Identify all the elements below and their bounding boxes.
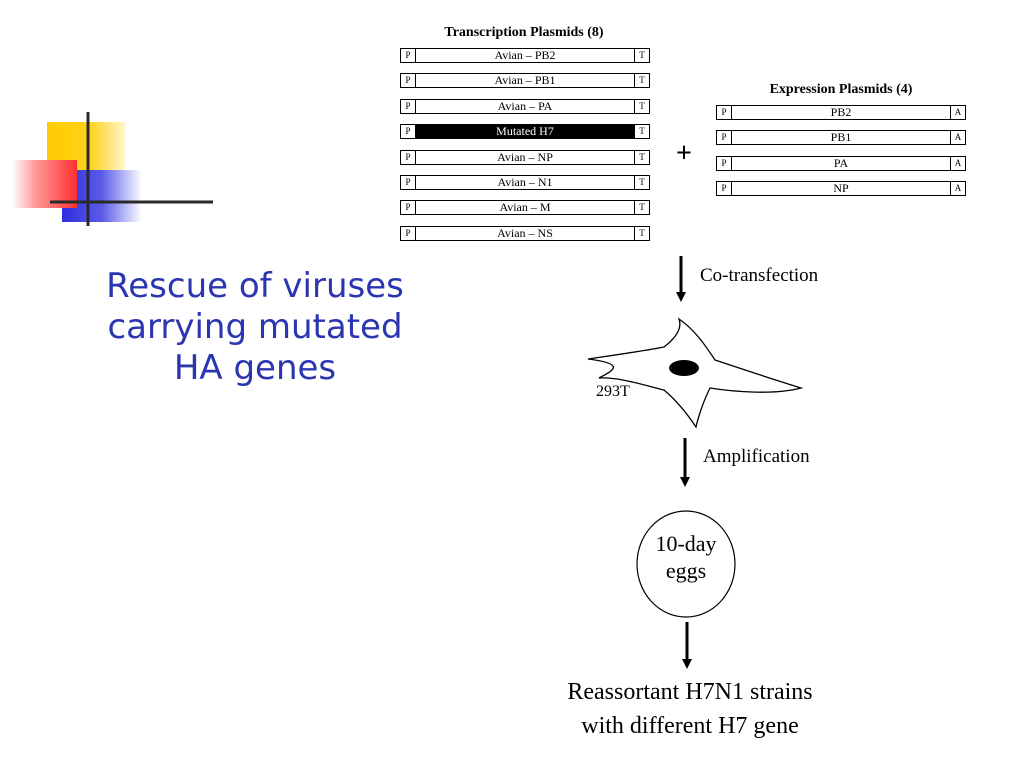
terminator-cap: A: [950, 181, 965, 195]
promoter-cap: P: [401, 176, 416, 189]
plasmid-gene-label: Avian – PB1: [494, 74, 556, 88]
promoter-cap: P: [401, 74, 416, 88]
result-label-line: with different H7 gene: [581, 713, 799, 739]
terminator-cap: A: [950, 156, 965, 170]
plasmid-row: P PB2 A: [716, 105, 966, 120]
plasmid-row: P PB1 A: [716, 130, 966, 146]
plasmid-gene-label: Avian – NP: [497, 150, 553, 164]
promoter-cap: P: [401, 150, 416, 164]
terminator-cap: T: [634, 150, 649, 164]
terminator-cap: A: [950, 106, 965, 119]
plasmid-gene-label: PA: [833, 156, 849, 170]
promoter-cap: P: [401, 49, 416, 62]
plasmid-row: P Avian – PB2 T: [400, 48, 650, 63]
eggs-label-line: eggs: [665, 558, 707, 583]
plasmid-gene-label: Mutated H7: [416, 125, 634, 139]
plasmid-row: P Avian – N1 T: [400, 175, 650, 190]
cell-nucleus: [669, 360, 699, 376]
terminator-cap: T: [634, 74, 649, 88]
plasmid-gene-label: Avian – N1: [497, 176, 553, 189]
plasmid-gene-label: Avian – NS: [497, 226, 553, 240]
plasmid-row: P Avian – NP T: [400, 149, 650, 165]
promoter-cap: P: [717, 181, 732, 195]
terminator-cap: T: [634, 125, 649, 139]
plasmid-gene-label: PB2: [830, 106, 852, 119]
result-label: Reassortant H7N1 strains with different …: [500, 675, 880, 743]
terminator-cap: T: [634, 99, 649, 113]
corner-logo: [12, 112, 213, 226]
slide-title-line: HA genes: [173, 348, 337, 388]
transcription-plasmids-title: Transcription Plasmids (8): [444, 25, 604, 40]
result-label-line: Reassortant H7N1 strains: [567, 679, 813, 705]
logo-red-square: [12, 160, 77, 208]
cell-outline: [587, 317, 804, 429]
plus-symbol: +: [676, 138, 692, 169]
plasmid-row: P Avian – NS T: [400, 225, 650, 241]
plasmid-row: P Avian – PA T: [400, 98, 650, 114]
eggs-label-line: 10-day: [655, 531, 717, 556]
promoter-cap: P: [401, 99, 416, 113]
plasmid-row: P Avian – PB1 T: [400, 73, 650, 89]
slide-title-line: Rescue of viruses: [106, 266, 404, 306]
plasmid-gene-label: Avian – PA: [497, 99, 553, 113]
terminator-cap: T: [634, 201, 649, 215]
plasmid-gene-label: PB1: [830, 131, 852, 145]
terminator-cap: A: [950, 131, 965, 145]
promoter-cap: P: [401, 226, 416, 240]
terminator-cap: T: [634, 176, 649, 189]
terminator-cap: T: [634, 49, 649, 62]
slide-title-line: carrying mutated: [107, 307, 403, 347]
promoter-cap: P: [401, 201, 416, 215]
promoter-cap: P: [717, 106, 732, 119]
expression-plasmids-title: Expression Plasmids (4): [769, 82, 913, 97]
cell-line-label: 293T: [596, 383, 630, 400]
eggs-label: 10-day eggs: [638, 530, 734, 584]
promoter-cap: P: [717, 131, 732, 145]
promoter-cap: P: [717, 156, 732, 170]
slide-title: Rescue of viruses carrying mutated HA ge…: [60, 266, 450, 389]
plasmid-row: P Avian – M T: [400, 200, 650, 216]
plasmid-gene-label: Avian – M: [499, 201, 551, 215]
terminator-cap: T: [634, 226, 649, 240]
plasmid-row: P NP A: [716, 180, 966, 196]
plasmid-row: P PA A: [716, 155, 966, 171]
plasmid-gene-label: NP: [833, 181, 849, 195]
plasmid-gene-label: Avian – PB2: [494, 49, 556, 62]
cotransfection-label: Co-transfection: [700, 265, 819, 286]
amplification-label: Amplification: [703, 446, 810, 467]
promoter-cap: P: [401, 125, 416, 139]
